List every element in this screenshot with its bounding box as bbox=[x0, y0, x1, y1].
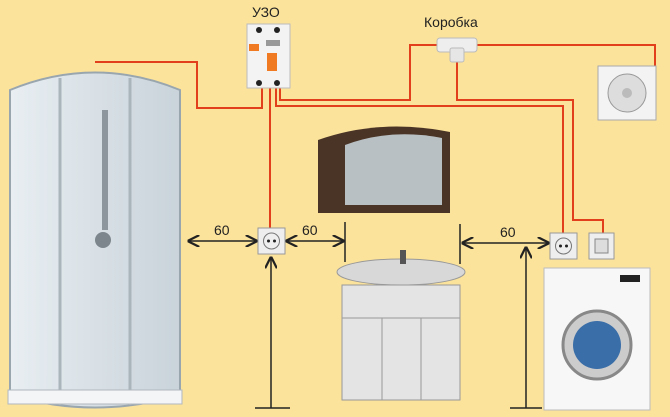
mirror bbox=[318, 126, 450, 213]
light-switch bbox=[588, 232, 615, 260]
wire-box-switch bbox=[456, 60, 604, 234]
dimension-lines bbox=[189, 222, 548, 409]
wire-box-fan bbox=[476, 44, 656, 66]
junction-box-label: Коробка bbox=[424, 14, 478, 30]
wire-to-box bbox=[279, 44, 438, 101]
sink-vanity bbox=[336, 250, 466, 401]
rcd-label: УЗО bbox=[252, 4, 280, 20]
wires bbox=[95, 44, 656, 234]
shower-cabin bbox=[7, 71, 183, 409]
right-socket bbox=[549, 232, 578, 260]
washing-machine bbox=[543, 267, 651, 411]
wire-shower bbox=[95, 61, 263, 109]
junction-box bbox=[436, 37, 478, 63]
dimension-sink-socket: 60 bbox=[500, 224, 516, 240]
exhaust-fan bbox=[597, 65, 657, 121]
rcd-device bbox=[246, 23, 291, 89]
dimension-socket-sink: 60 bbox=[302, 222, 318, 238]
left-socket bbox=[257, 227, 286, 255]
wire-right-socket bbox=[275, 88, 564, 234]
dimension-shower-socket: 60 bbox=[214, 222, 230, 238]
